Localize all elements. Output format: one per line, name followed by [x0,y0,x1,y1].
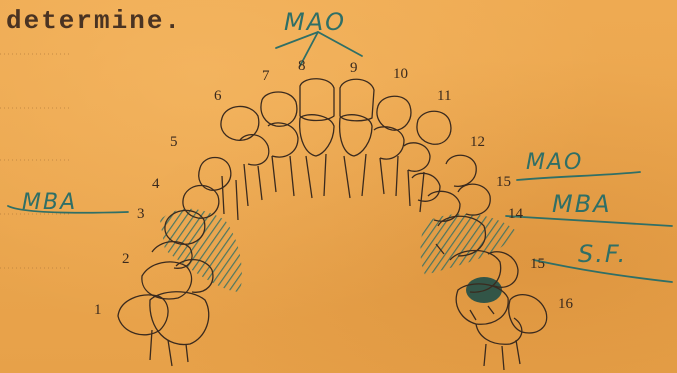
tooth-number-10: 10 [393,66,408,83]
annotation-left: MBA [22,190,77,215]
tooth-number-4: 4 [152,176,160,193]
annotation-right-2: MBA [552,190,612,218]
tooth-number-5: 5 [170,134,178,151]
annotation-right-1: MAO [526,150,583,175]
annotation-top: MAO [284,8,346,36]
tooth-number-1: 1 [94,302,102,319]
tooth-number-8: 8 [298,58,306,75]
tooth-number-14: 14 [508,206,523,223]
tooth-number-13: 15 [496,174,511,191]
hatched-area-left [160,209,242,292]
tooth-number-16: 16 [558,296,573,313]
tooth-number-12: 12 [470,134,485,151]
tooth-number-11: 11 [437,88,451,105]
tooth-number-2: 2 [122,251,130,268]
tooth-number-6: 6 [214,88,222,105]
tooth-number-3: 3 [137,206,145,223]
annotation-right-3: S.F. [578,240,627,268]
tooth-number-15: 15 [530,256,545,273]
tooth-number-7: 7 [262,68,270,85]
tooth-number-9: 9 [350,60,358,77]
